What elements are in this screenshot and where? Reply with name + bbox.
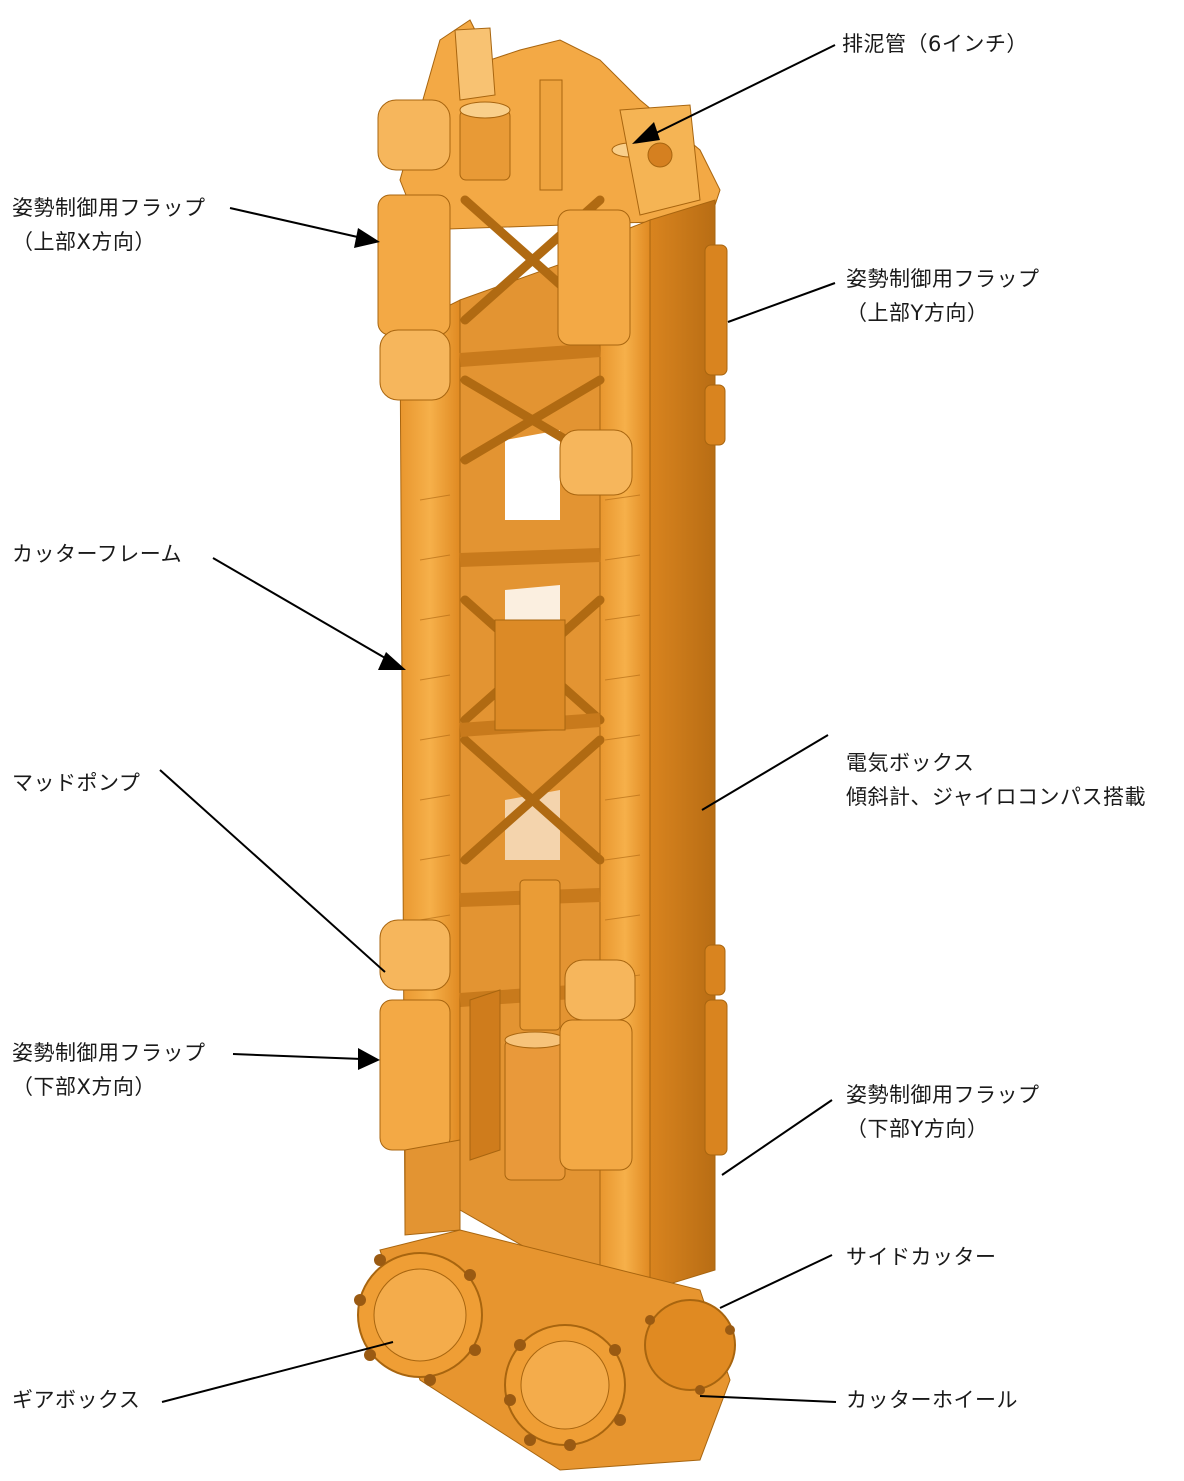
leader-flap-lower-y (721, 1099, 833, 1176)
arrowhead-mud-pipe (632, 122, 660, 144)
leader-flap-lower-x (232, 1053, 363, 1060)
label-electric-box-line1: 電気ボックス (846, 751, 975, 775)
label-flap-upper-y: 姿勢制御用フラップ （上部Y方向） (846, 262, 1040, 330)
arrowhead-flap-lower-x (358, 1048, 380, 1070)
label-flap-lower-x: 姿勢制御用フラップ （下部X方向） (12, 1036, 206, 1104)
leader-flap-upper-x (229, 207, 363, 239)
label-side-cutter: サイドカッター (846, 1240, 997, 1274)
label-gearbox-text: ギアボックス (12, 1388, 141, 1412)
label-flap-upper-y-line2: （上部Y方向） (846, 301, 989, 325)
label-electric-box: 電気ボックス 傾斜計、ジャイロコンパス搭載 (846, 746, 1146, 814)
label-cutter-wheel: カッターホイール (846, 1383, 1018, 1417)
leader-electric-box (701, 734, 829, 811)
label-mud-pump-text: マッドポンプ (12, 771, 141, 795)
label-cutter-frame: カッターフレーム (12, 537, 182, 571)
arrowheads (354, 122, 660, 1070)
label-flap-upper-x-line1: 姿勢制御用フラップ (12, 196, 206, 220)
label-flap-lower-x-line1: 姿勢制御用フラップ (12, 1041, 206, 1065)
leader-mud-pipe (649, 44, 836, 137)
leader-cutter-frame (212, 557, 393, 663)
label-mud-pipe: 排泥管（6インチ） (842, 27, 1028, 61)
leader-cutter-wheel (699, 1395, 837, 1403)
leader-mud-pump (159, 769, 386, 973)
label-flap-lower-y-line2: （下部Y方向） (846, 1117, 989, 1141)
label-mud-pump: マッドポンプ (12, 766, 140, 800)
label-flap-upper-y-line1: 姿勢制御用フラップ (846, 267, 1040, 291)
leader-flap-upper-y (727, 282, 836, 323)
label-flap-upper-x-line2: （上部X方向） (12, 230, 156, 254)
label-gearbox: ギアボックス (12, 1383, 140, 1417)
arrowhead-flap-upper-x (354, 228, 380, 248)
label-electric-box-line2: 傾斜計、ジャイロコンパス搭載 (846, 785, 1146, 809)
label-side-cutter-text: サイドカッター (846, 1245, 997, 1269)
label-mud-pipe-text: 排泥管（6インチ） (842, 32, 1028, 56)
leader-side-cutter (719, 1254, 833, 1309)
label-flap-lower-y-line1: 姿勢制御用フラップ (846, 1083, 1040, 1107)
leader-lines (159, 44, 837, 1403)
top-assembly (399, 19, 721, 231)
label-flap-lower-y: 姿勢制御用フラップ （下部Y方向） (846, 1078, 1040, 1146)
leader-gearbox (161, 1341, 394, 1403)
arrowhead-cutter-frame (378, 652, 406, 670)
label-flap-lower-x-line2: （下部X方向） (12, 1075, 156, 1099)
flaps (377, 99, 728, 1171)
cutter-wheels (354, 1139, 736, 1471)
label-cutter-wheel-text: カッターホイール (846, 1388, 1018, 1412)
label-flap-upper-x: 姿勢制御用フラップ （上部X方向） (12, 191, 206, 259)
label-cutter-frame-text: カッターフレーム (12, 542, 183, 566)
